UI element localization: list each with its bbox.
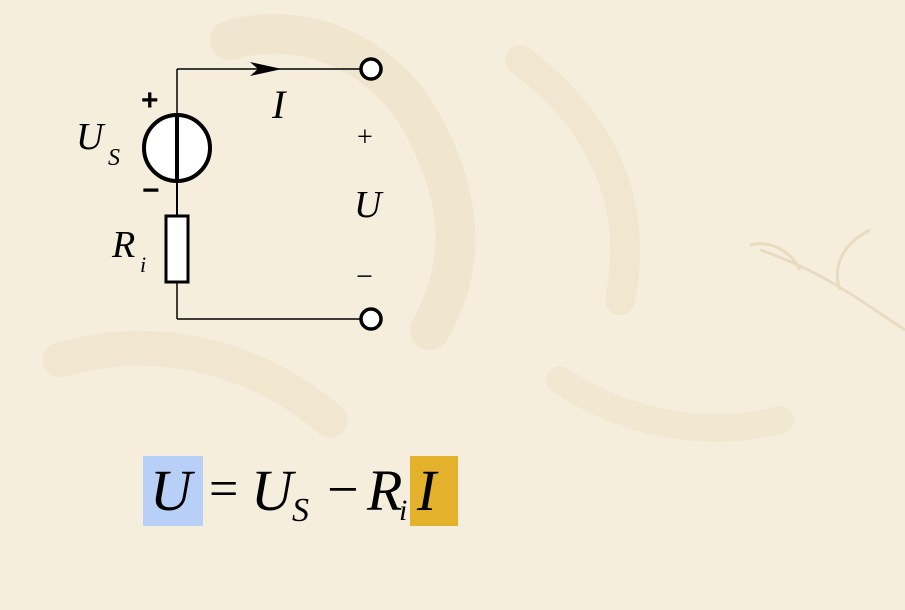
equation-us: U (251, 458, 293, 523)
brush-stroke-2 (505, 45, 641, 315)
brush-stroke-3 (42, 330, 348, 438)
source-minus-sign: − (142, 174, 160, 207)
current-label: I (272, 82, 286, 127)
equation-r: R (367, 458, 403, 523)
source-voltage-label: U (76, 116, 104, 158)
equation-r-subscript: i (399, 494, 408, 527)
top-terminal (359, 57, 383, 81)
terminal-minus-sign: − (356, 260, 373, 293)
bottom-terminal (359, 307, 383, 331)
equation-lhs: U (150, 458, 192, 523)
equation-minus: − (327, 459, 359, 521)
terminal-plus-sign: + (357, 122, 373, 153)
equation-highlight-u (143, 456, 203, 526)
terminal-voltage-label: U (354, 184, 382, 226)
branch-decoration (749, 228, 905, 332)
current-arrow (250, 62, 282, 76)
resistor-subscript: i (140, 252, 147, 277)
equation-i: I (417, 458, 437, 523)
equation-equals: = (209, 461, 239, 518)
source-voltage-subscript: S (108, 145, 120, 171)
brush-stroke-1 (210, 13, 476, 350)
equation-us-subscript: S (292, 492, 309, 529)
brush-stroke-4 (546, 366, 794, 442)
equation-highlight-i (410, 456, 458, 526)
source-plus-sign: + (141, 84, 159, 117)
resistor-label: R (112, 224, 136, 266)
resistor (164, 214, 190, 284)
